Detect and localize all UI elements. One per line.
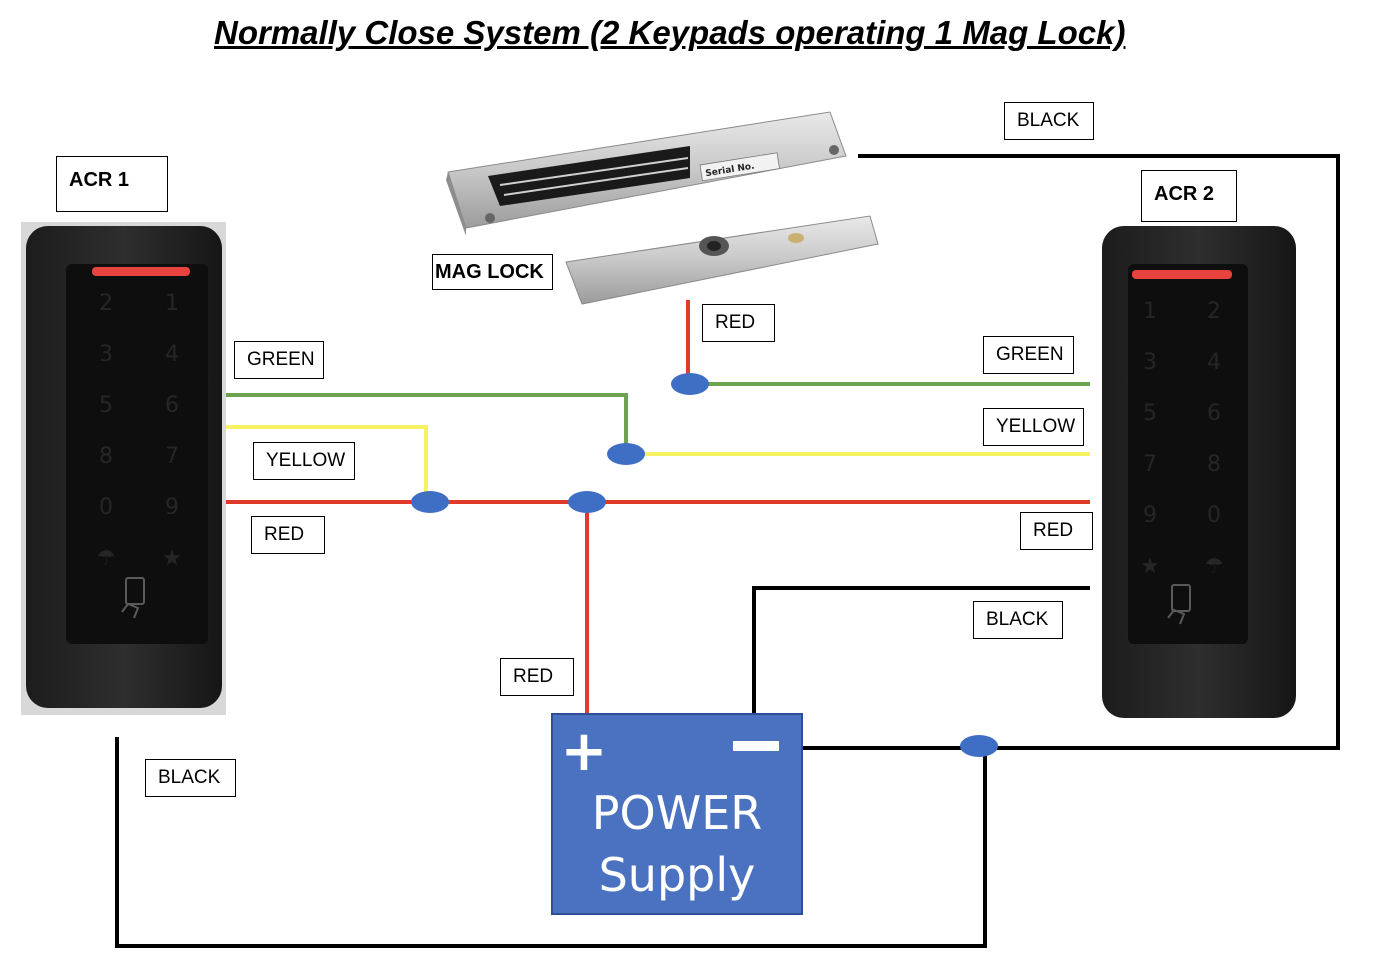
power-label: POWER (591, 786, 763, 840)
card-reader-icon (1167, 584, 1191, 625)
wire-black-top (780, 154, 1340, 750)
junction-black-psu (960, 735, 998, 757)
positive-terminal: + (561, 719, 608, 784)
acr2-key: 9 (1143, 503, 1157, 528)
acr1-key: 5 (99, 393, 113, 418)
label-acr2: ACR 2 (1141, 170, 1237, 222)
label-mag-lock: MAG LOCK (432, 254, 553, 290)
wire-black-acr2 (752, 586, 1090, 740)
acr1-key: ☂ (96, 546, 116, 571)
label-green-left: GREEN (234, 341, 324, 379)
acr2-key: 7 (1143, 452, 1157, 477)
junction-green-yellow (607, 443, 645, 465)
acr2-key: ☂ (1204, 554, 1224, 579)
acr2-key: 4 (1207, 350, 1221, 375)
label-red-right: RED (1020, 512, 1093, 550)
acr2-key: 2 (1207, 299, 1221, 324)
label-red-left: RED (251, 516, 325, 554)
mag-lock: Serial No. (446, 111, 879, 305)
label-black-right: BLACK (973, 601, 1063, 639)
label-red-maglock: RED (702, 304, 775, 342)
acr1-key: 6 (165, 393, 179, 418)
keypad-acr2: 1 2 3 4 5 6 7 8 9 0 ★ ☂ (1102, 226, 1296, 718)
diagram-title: Normally Close System (2 Keypads operati… (214, 14, 1126, 51)
label-yellow-left: YELLOW (253, 442, 355, 480)
label-black-top: BLACK (1004, 102, 1094, 140)
label-green-right: GREEN (983, 336, 1074, 374)
acr1-key: 3 (99, 342, 113, 367)
acr2-key: 3 (1143, 350, 1157, 375)
acr1-key: ★ (162, 546, 182, 571)
led-indicator (1132, 270, 1232, 279)
acr2-key: 1 (1143, 299, 1157, 324)
led-indicator (92, 267, 190, 276)
label-acr1: ACR 1 (56, 156, 168, 212)
wire-yellow-left (226, 425, 428, 502)
label-black-left: BLACK (145, 759, 236, 797)
power-supply: + (551, 713, 803, 915)
supply-label: Supply (598, 848, 756, 902)
acr1-key: 9 (165, 495, 179, 520)
acr2-key: 8 (1207, 452, 1221, 477)
acr1-key: 8 (99, 444, 113, 469)
acr2-key: ★ (1140, 554, 1160, 579)
acr1-key: 7 (165, 444, 179, 469)
acr1-key: 2 (99, 291, 113, 316)
acr2-key: 5 (1143, 401, 1157, 426)
acr2-key: 0 (1207, 503, 1221, 528)
label-red-psu: RED (500, 658, 574, 696)
acr2-key: 6 (1207, 401, 1221, 426)
label-yellow-right: YELLOW (983, 408, 1084, 446)
wire-green-left (226, 393, 628, 454)
acr1-key: 1 (165, 291, 179, 316)
junction-red-psu (568, 491, 606, 513)
junction-yellow-red (411, 491, 449, 513)
junction-red-green (671, 373, 709, 395)
acr1-key: 0 (99, 495, 113, 520)
wire-black-acr1 (115, 737, 987, 948)
negative-terminal (733, 741, 779, 751)
keypad-acr1: 2 1 3 4 5 6 8 7 0 9 ☂ ★ (21, 222, 226, 715)
acr1-key: 4 (165, 342, 179, 367)
card-reader-icon (121, 577, 145, 619)
